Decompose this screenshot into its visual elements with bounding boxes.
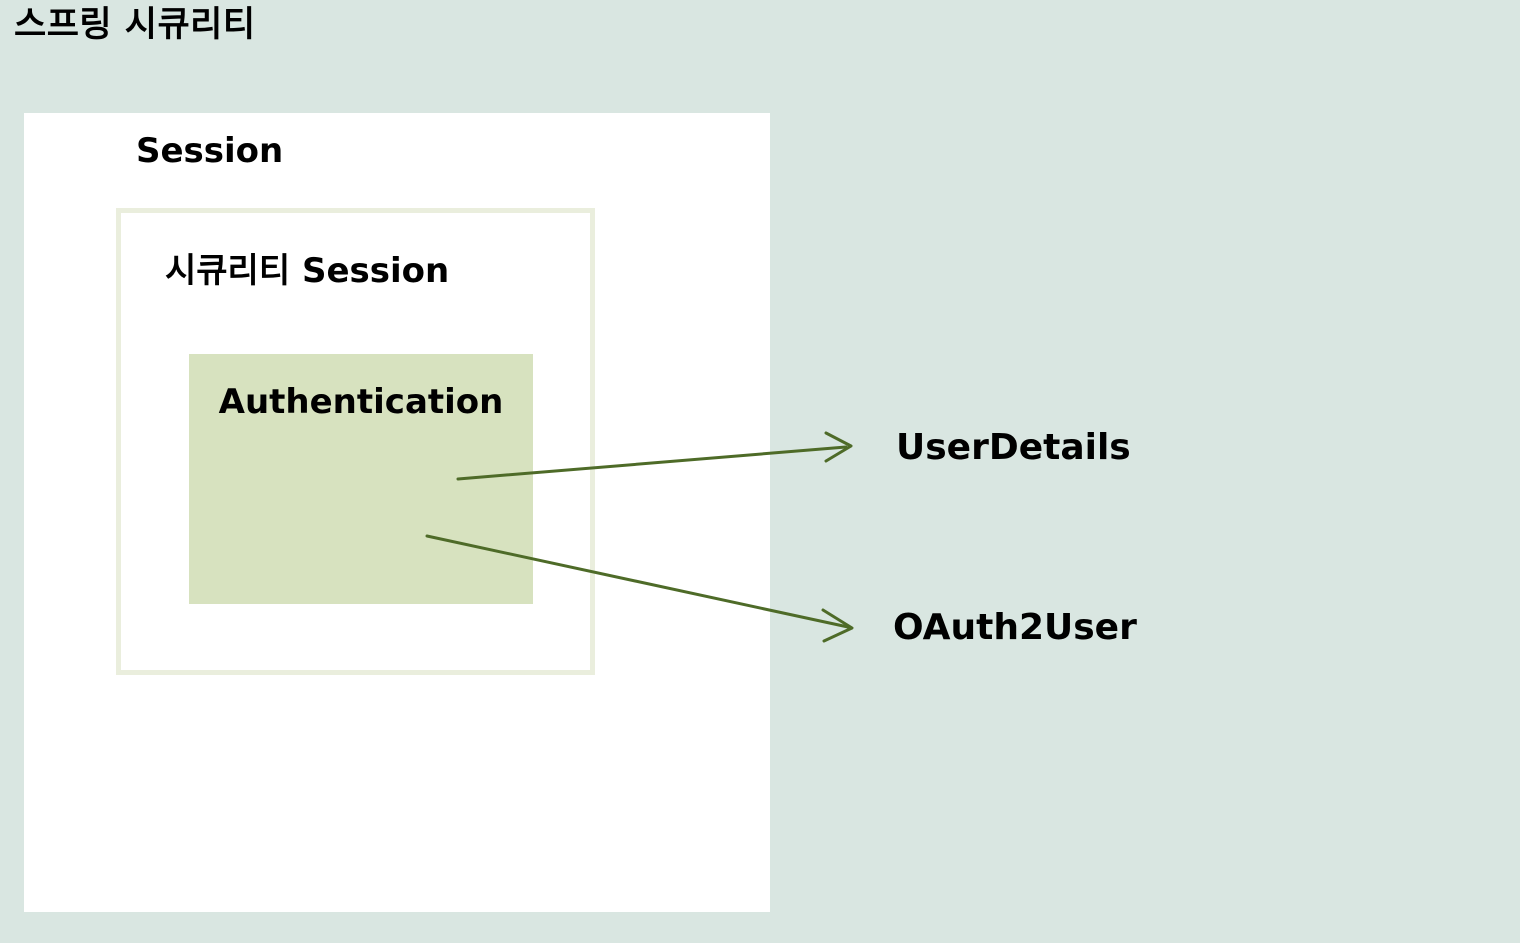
- session-box-label: Session: [136, 131, 284, 171]
- security-session-box-label: 시큐리티 Session: [165, 251, 450, 291]
- userdetails-label: UserDetails: [896, 427, 1131, 468]
- oauth2user-label: OAuth2User: [893, 607, 1137, 648]
- page-title: 스프링 시큐리티: [14, 5, 256, 45]
- arrow-head: [821, 608, 854, 643]
- authentication-box: Authentication: [189, 354, 533, 604]
- arrow-head: [824, 431, 853, 463]
- authentication-box-label: Authentication: [218, 382, 504, 422]
